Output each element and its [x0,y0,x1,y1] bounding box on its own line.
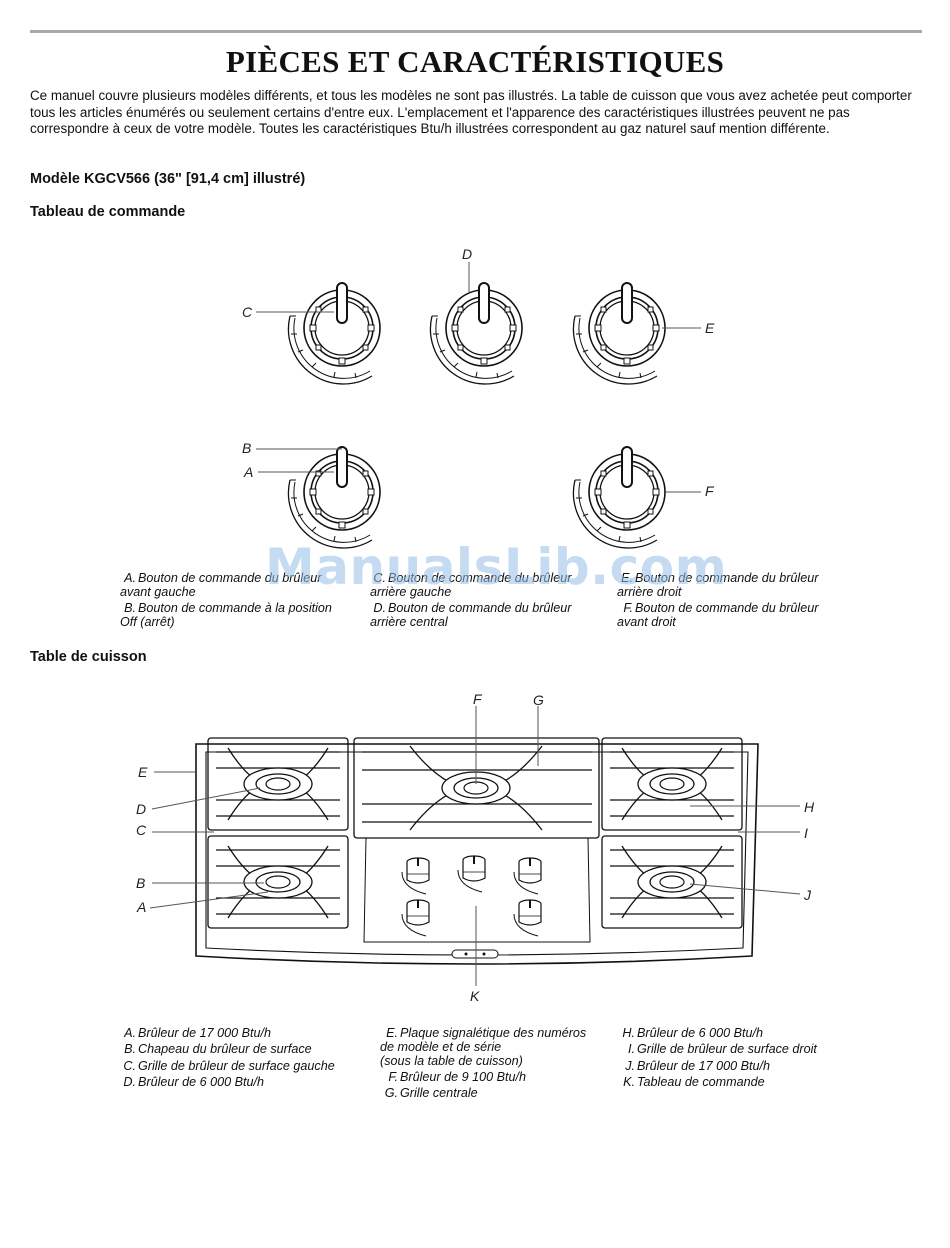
caption-letter: D. [123,1075,136,1090]
cooktop-callout: F [473,691,483,707]
caption-letter: B. [124,1042,136,1057]
control-callout: A [243,464,253,480]
cooktop-callout: H [804,799,815,815]
caption-item: C.Grille de brûleur de surface gauche [118,1058,335,1074]
caption-letter: E. [621,571,633,585]
cooktop-diagram: E D C B A F G H I J K [0,686,950,1016]
caption-text: Tableau de commande [637,1075,765,1090]
cooktop-callout: A [136,899,146,915]
caption-item: H.Brûleur de 6 000 Btu/h [617,1026,817,1041]
caption-text: Bouton de commande à la position Off (ar… [120,601,332,629]
cooktop-callout: B [136,875,145,891]
caption-letter: C. [123,1058,136,1073]
caption-letter: E. [386,1026,398,1040]
caption-letter: C. [373,571,386,585]
caption-text: Bouton de commande du brûleur arrière dr… [617,571,819,599]
cooktop-control-panel [363,837,591,959]
control-callout: F [705,483,715,499]
control-caption-column-2: C.Bouton de commande du brûleur arrière … [370,571,572,632]
caption-letter: A. [124,1026,136,1040]
control-panel-heading: Tableau de commande [30,204,186,220]
caption-text: Brûleur de 9 100 Btu/h [400,1069,527,1084]
caption-letter: H. [622,1026,635,1040]
caption-text: Bouton de commande du brûleur arrière ce… [370,601,572,629]
cooktop-leader-lines [149,706,801,986]
cooktop-callout: G [533,692,544,708]
cooktop-heading: Table de cuisson [30,649,147,665]
cooktop-caption-column-2: E.Plaque signalétique des numéros de mod… [380,1026,587,1104]
caption-text: Brûleur de 6 000 Btu/h [637,1026,764,1040]
control-callout: B [242,440,251,456]
caption-letter: I. [628,1042,635,1057]
caption-text: Chapeau du brûleur de surface [138,1042,312,1057]
control-callout: E [705,320,715,336]
watermark: ManualsLib.com [265,538,728,596]
control-callout: D [462,246,472,262]
cooktop-callout: E [138,764,148,780]
caption-item: D.Brûleur de 6 000 Btu/h [118,1075,335,1090]
cooktop-caption-column-1: A.Brûleur de 17 000 Btu/h B.Chapeau du b… [118,1026,335,1093]
burner-left-front [243,865,313,899]
burner-right-rear [637,767,707,801]
control-caption-column-3: E.Bouton de commande du brûleur arrière … [617,571,819,632]
control-panel-diagram: C D E B A F [0,236,950,556]
burner-right-front [637,865,707,899]
cooktop-callout: K [470,988,480,1004]
caption-item: D.Bouton de commande du brûleur arrière … [370,601,572,630]
caption-text: Bouton de commande du brûleur arrière ga… [370,571,572,599]
knob-rear-center [429,282,523,385]
caption-item: E.Plaque signalétique des numéros de mod… [380,1026,587,1068]
caption-item: B.Chapeau du brûleur de surface [118,1042,335,1057]
caption-letter: K. [623,1075,635,1090]
caption-letter: D. [373,601,386,616]
caption-letter: F. [623,601,633,616]
caption-letter: G. [384,1086,398,1101]
page-title: PIÈCES ET CARACTÉRISTIQUES [225,44,725,79]
caption-item: A.Brûleur de 17 000 Btu/h [118,1026,335,1041]
caption-item: B.Bouton de commande à la position Off (… [120,601,332,630]
caption-text: Bouton de commande du brûleur avant droi… [617,601,819,629]
cooktop-caption-column-3: H.Brûleur de 6 000 Btu/h I.Grille de brû… [617,1026,817,1093]
cooktop-callout: I [804,825,808,841]
caption-item: K.Tableau de commande [617,1075,817,1090]
caption-letter: B. [124,601,136,616]
caption-item: I.Grille de brûleur de surface droit [617,1042,817,1057]
caption-item: G.Grille centrale [380,1086,586,1101]
caption-text: Plaque signalétique des numéros de modèl… [380,1026,587,1068]
control-leader-lines [256,262,701,493]
caption-text: Brûleur de 6 000 Btu/h [138,1075,265,1090]
caption-text: Brûleur de 17 000 Btu/h [138,1026,272,1040]
top-rule [30,30,922,33]
caption-text: Grille de brûleur de surface droit [637,1042,817,1057]
control-callout: C [242,304,253,320]
caption-item: F.Bouton de commande du brûleur avant dr… [617,601,819,630]
caption-text: Grille centrale [400,1086,478,1101]
cooktop-callout: J [803,887,812,903]
cooktop-callout: D [136,801,146,817]
knob-front-right [572,446,666,549]
control-caption-column-1: A.Bouton de commande du brûleur avant ga… [120,571,332,632]
knob-rear-right [572,282,666,385]
burner-left-rear [243,767,313,801]
caption-item: F.Brûleur de 9 100 Btu/h [380,1069,586,1085]
knob-front-left [287,446,381,549]
caption-item: A.Bouton de commande du brûleur avant ga… [120,571,332,600]
caption-text: Bouton de commande du brûleur avant gauc… [120,571,322,599]
caption-letter: A. [124,571,136,585]
knob-rear-left [287,282,381,385]
caption-text: Brûleur de 17 000 Btu/h [637,1058,771,1073]
intro-paragraph: Ce manuel couvre plusieurs modèles diffé… [30,88,912,137]
caption-text: Grille de brûleur de surface gauche [138,1058,335,1073]
caption-letter: J. [625,1058,635,1073]
model-heading: Modèle KGCV566 (36" [91,4 cm] illustré) [30,171,306,187]
cooktop-callout: C [136,822,147,838]
caption-item: C.Bouton de commande du brûleur arrière … [370,571,572,600]
caption-item: J.Brûleur de 17 000 Btu/h [617,1058,817,1074]
caption-letter: F. [388,1069,398,1084]
caption-item: E.Bouton de commande du brûleur arrière … [617,571,819,600]
